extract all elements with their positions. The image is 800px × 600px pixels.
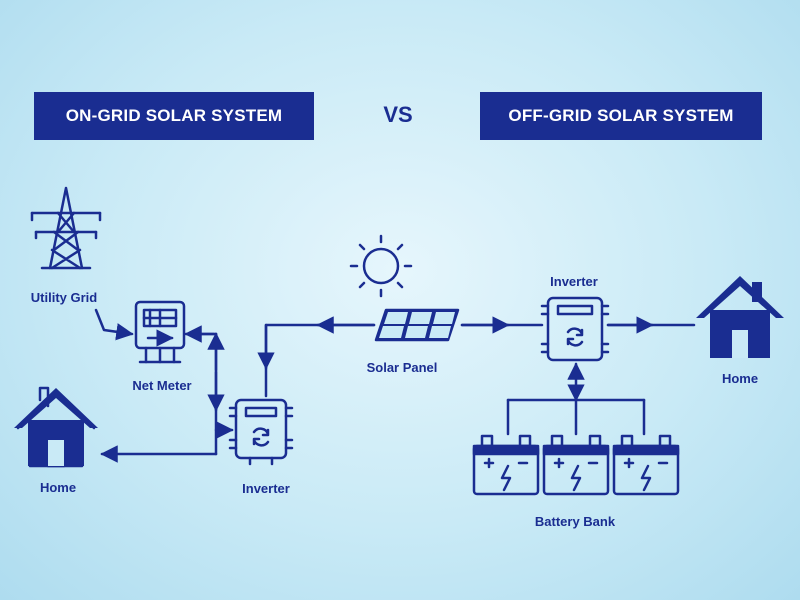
battery-bank-label: Battery Bank bbox=[534, 514, 616, 529]
sun-icon bbox=[349, 234, 413, 298]
battery-icon bbox=[542, 434, 610, 496]
inverter-right-label: Inverter bbox=[550, 274, 598, 289]
home-right-label: Home bbox=[721, 371, 759, 386]
vs-label: VS bbox=[383, 102, 413, 127]
off-grid-title: OFF-GRID SOLAR SYSTEM bbox=[480, 92, 762, 140]
meter-icon bbox=[134, 300, 186, 364]
net-meter-label: Net Meter bbox=[132, 378, 192, 393]
transmission-tower-icon bbox=[30, 186, 102, 270]
solar-panel-icon bbox=[374, 308, 460, 342]
on-grid-title: ON-GRID SOLAR SYSTEM bbox=[34, 92, 314, 140]
home-left-label: Home bbox=[39, 480, 77, 495]
inverter-left-label: Inverter bbox=[242, 481, 290, 496]
battery-icon bbox=[612, 434, 680, 496]
inverter-icon bbox=[540, 296, 610, 362]
utility-grid-label: Utility Grid bbox=[30, 290, 98, 305]
battery-icon bbox=[472, 434, 540, 496]
inverter-icon bbox=[228, 398, 294, 466]
solar-panel-label: Solar Panel bbox=[366, 360, 438, 375]
house-icon bbox=[696, 276, 784, 358]
